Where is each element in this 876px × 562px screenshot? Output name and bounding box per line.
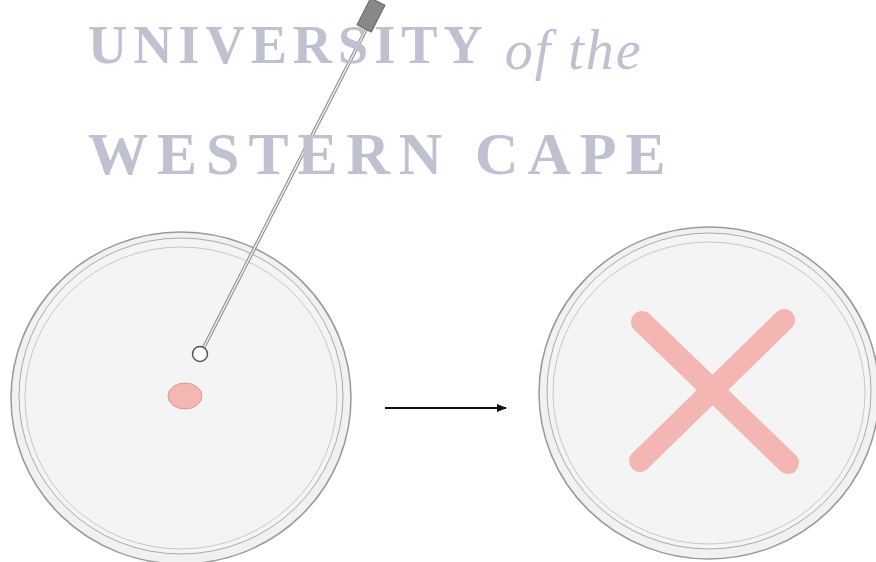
colony [168, 383, 202, 409]
watermark-text: of the [505, 22, 643, 78]
process-arrow [385, 407, 506, 409]
petri-dish [11, 232, 351, 562]
watermark-text: WESTERN CAPE [88, 124, 674, 184]
watermark-text: UNIVERSITY [88, 18, 489, 72]
streak-cross [640, 320, 788, 463]
petri-dish [539, 227, 876, 559]
